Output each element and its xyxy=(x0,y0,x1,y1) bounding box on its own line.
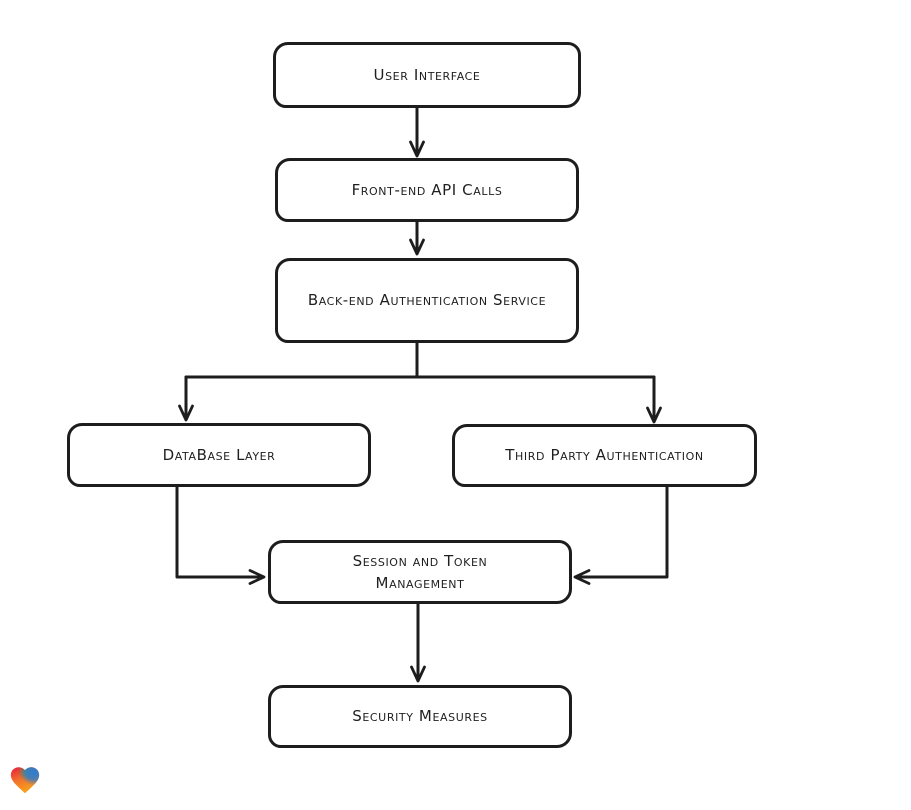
node-front-end-api-calls: Front-end API Calls xyxy=(275,158,579,222)
node-user-interface: User Interface xyxy=(273,42,581,108)
node-database-layer: DataBase Layer xyxy=(67,423,371,487)
heart-icon xyxy=(10,767,40,794)
node-label: Session and Token Management xyxy=(352,551,488,593)
node-third-party-authentication: Third Party Authentication xyxy=(452,424,757,487)
node-back-end-authentication-service: Back-end Authentication Service xyxy=(275,258,579,343)
node-label: Front-end API Calls xyxy=(351,180,503,199)
node-label: Security Measures xyxy=(352,707,488,726)
node-session-and-token-management: Session and Token Management xyxy=(268,540,572,604)
edge-user-to-frontend xyxy=(409,106,425,158)
edge-frontend-to-backend xyxy=(409,220,425,256)
node-label: User Interface xyxy=(373,65,481,84)
edge-session-to-security xyxy=(410,601,426,683)
edge-thirdparty-to-session xyxy=(573,485,669,585)
node-security-measures: Security Measures xyxy=(268,685,572,748)
node-label: DataBase Layer xyxy=(162,445,276,464)
node-label: Back-end Authentication Service xyxy=(307,291,547,310)
edge-backend-branch xyxy=(178,340,662,424)
node-label: Third Party Authentication xyxy=(505,446,704,465)
lovable-badge[interactable] xyxy=(8,762,42,798)
edge-database-to-session xyxy=(175,485,266,585)
